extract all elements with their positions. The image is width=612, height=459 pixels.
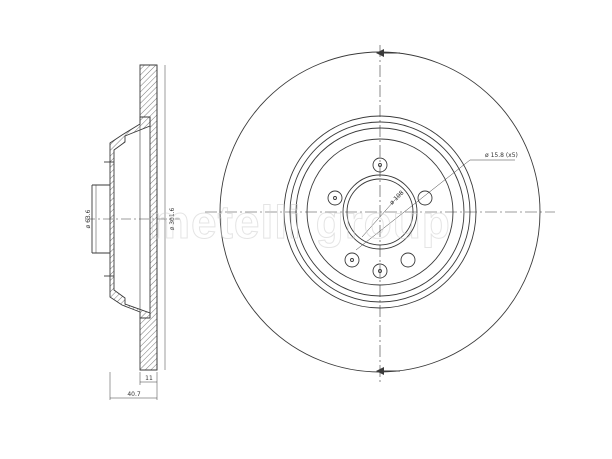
outer-diameter-label: ø 301.6 [169,207,176,230]
watermark: metelli group [149,196,451,248]
bolt-holes-label: ø 15.8 (x5) [485,152,518,159]
bolt-hole [372,263,388,279]
hub-diameter-label: ø 63.6 [85,209,92,228]
front-view [205,45,555,385]
section-hat-profile [109,116,151,319]
bolt-hole-center [350,258,354,262]
section-arrow-bottom [376,367,384,375]
section-arrow-top [376,49,384,57]
bolt-hole [400,252,416,268]
bolt-hole-center [333,196,337,200]
bolt-hole [344,252,360,268]
total-height-label: 40.7 [127,391,141,398]
side-section-view [85,64,180,400]
bolt-hole [327,190,343,206]
disc-thickness-label: 11 [145,375,153,382]
bolt-hole [417,190,433,206]
